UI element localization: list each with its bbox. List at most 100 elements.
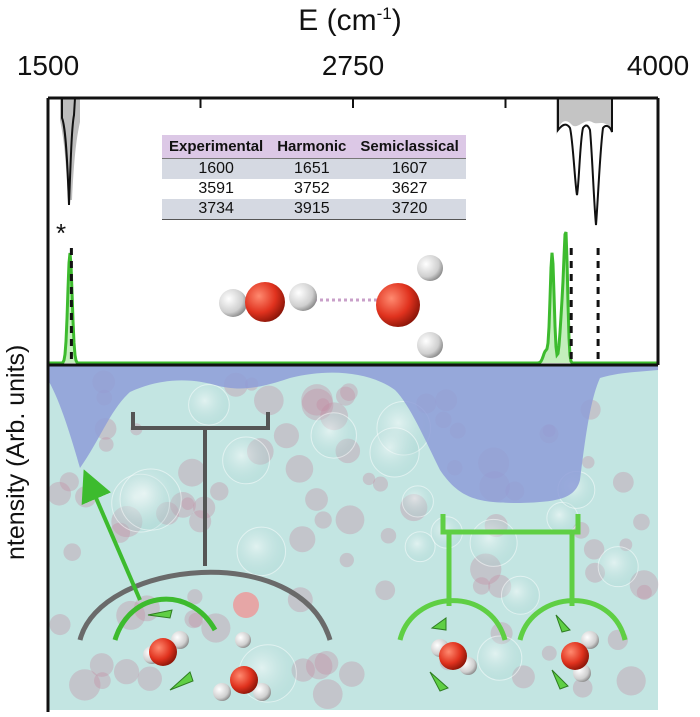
table-cell: 3752 — [270, 179, 354, 199]
background-bubble — [597, 546, 639, 588]
gray-bracket — [77, 412, 333, 641]
background-molecule — [316, 398, 330, 412]
spectrum-line — [48, 231, 658, 365]
background-bubble — [188, 383, 230, 426]
x-axis-title-exponent: -1 — [376, 4, 392, 23]
background-bubble — [119, 468, 182, 531]
background-molecule — [541, 645, 557, 661]
background-molecule — [181, 497, 195, 511]
table-cell: 3720 — [353, 199, 466, 220]
tick-label-1500: 1500 — [16, 50, 80, 81]
background-molecule — [137, 666, 162, 691]
background-molecule — [93, 672, 111, 690]
star-marker: * — [56, 218, 67, 248]
background-molecule — [305, 488, 328, 511]
table-cell: 3591 — [162, 179, 271, 199]
background-molecule — [314, 511, 332, 529]
experimental-trace-left — [61, 97, 76, 206]
background-bubble — [469, 518, 518, 567]
water-molecule-c — [431, 639, 477, 675]
water-molecule-b — [213, 592, 271, 701]
background-bubble — [401, 485, 434, 518]
table-header: Experimental — [162, 135, 271, 159]
background-molecule — [339, 661, 365, 687]
tick-label-2750: 2750 — [321, 50, 385, 81]
background-molecule — [472, 577, 491, 595]
table-row: 1600 1651 1607 — [162, 158, 466, 179]
background-molecule — [305, 652, 333, 680]
background-molecule — [362, 472, 376, 486]
table-row: 3734 3915 3720 — [162, 199, 466, 220]
background-bubble — [236, 526, 286, 577]
table-cell: 3734 — [162, 199, 271, 220]
table-row: 3591 3752 3627 — [162, 179, 466, 199]
background-molecule — [273, 423, 300, 449]
background-molecule — [582, 456, 595, 469]
experimental-lines — [69, 248, 600, 363]
motion-arrows — [147, 609, 571, 692]
background-molecule — [633, 513, 650, 531]
tick-label-4000: 4000 — [626, 50, 690, 81]
x-axis-title: E (cm-1) — [0, 4, 700, 38]
background-molecule — [49, 614, 71, 636]
background-molecule — [59, 472, 79, 492]
background-molecule — [184, 610, 203, 629]
x-axis-title-base: E (cm — [298, 4, 377, 37]
background-molecule — [113, 659, 140, 685]
background-molecule — [63, 543, 82, 561]
background-molecule — [301, 384, 333, 416]
x-axis-title-close: ) — [391, 4, 402, 37]
table-header: Harmonic — [270, 135, 354, 159]
table-cell: 1600 — [162, 158, 271, 179]
background-molecule — [98, 437, 114, 452]
background-molecule — [372, 476, 389, 492]
background-molecule — [340, 383, 358, 401]
water-dimer — [219, 255, 443, 358]
background-molecule — [339, 552, 354, 568]
background-molecule — [629, 570, 659, 599]
background-bubble — [500, 575, 540, 615]
water-molecule-d — [561, 631, 599, 682]
background-molecule — [314, 650, 339, 675]
background-molecule — [178, 458, 206, 487]
background-molecule — [616, 666, 646, 696]
background-molecule — [612, 471, 634, 493]
background-molecule — [312, 679, 343, 709]
background-molecule — [254, 385, 284, 416]
table-cell: 3627 — [353, 179, 466, 199]
table-cell: 1651 — [270, 158, 354, 179]
table-cell: 3915 — [270, 199, 354, 220]
background-molecule — [583, 539, 605, 560]
green-arc-left — [112, 596, 218, 641]
background-bubble — [222, 436, 270, 485]
semiclassical-spectrum — [48, 231, 658, 365]
background-molecule — [335, 386, 356, 406]
background-molecule — [210, 482, 229, 501]
background-molecule — [285, 455, 314, 483]
table-header-row: Experimental Harmonic Semiclassical — [162, 135, 466, 159]
experimental-trace-right — [557, 98, 613, 226]
x-ticks — [47, 98, 659, 108]
background-molecule — [89, 653, 114, 677]
background-bubble — [477, 635, 523, 681]
gray-spectrum-band-right — [556, 98, 612, 135]
table-header: Semiclassical — [353, 135, 466, 159]
background-bubble — [310, 412, 357, 459]
water-molecule-a — [143, 631, 189, 666]
background-molecule — [291, 658, 315, 682]
frequency-table: Experimental Harmonic Semiclassical 1600… — [162, 135, 466, 220]
background-molecule — [187, 589, 203, 605]
y-axis-title: ntensity (Arb. units) — [2, 344, 30, 560]
background-molecule — [335, 505, 365, 535]
background-molecule — [69, 669, 101, 701]
green-bracket — [397, 514, 628, 641]
green-arrow — [81, 469, 142, 601]
absorption-band — [48, 365, 658, 503]
background-bubble — [369, 427, 420, 478]
background-molecule — [375, 580, 396, 601]
background-molecule — [572, 678, 593, 698]
background-molecule — [636, 584, 652, 600]
background-molecule — [301, 388, 334, 421]
